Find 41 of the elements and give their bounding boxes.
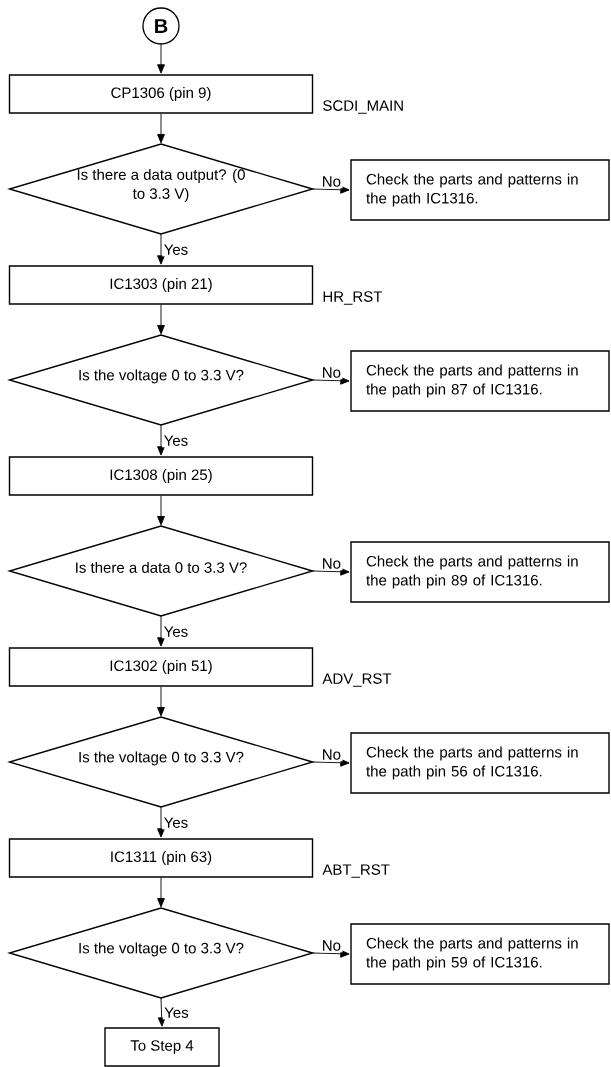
action-box: Check the parts and patterns in the path IC1316. (350, 159, 610, 221)
edge-label: Yes (164, 817, 188, 828)
process-box: IC1308 (pin 25) (8, 456, 314, 496)
arrow (157, 615, 165, 647)
arrow (157, 997, 166, 1027)
arrow (312, 949, 350, 958)
edge-label: No (323, 367, 341, 378)
edge-label: No (323, 749, 341, 760)
arrow (157, 304, 165, 335)
edge-label: Yes (164, 626, 188, 637)
arrow (157, 233, 165, 265)
arrow (157, 424, 165, 456)
terminal-box: To Step 4 (104, 1027, 220, 1067)
edge-label: No (323, 940, 341, 951)
arrow (157, 806, 165, 838)
process-box: IC1311 (pin 63) (8, 838, 314, 878)
edge-label: Yes (164, 244, 188, 255)
arrow (157, 495, 165, 526)
process-box: IC1302 (pin 51) (8, 647, 314, 687)
arrow (312, 758, 350, 767)
arrow (312, 567, 350, 576)
arrow (157, 686, 165, 717)
signal-label: HR_RST (323, 291, 383, 305)
arrow (157, 44, 165, 74)
process-box: IC1303 (pin 21) (8, 265, 314, 305)
process-box: CP1306 (pin 9) (8, 74, 314, 114)
action-box: Check the parts and patterns in the path pin 89 of IC1316. (350, 541, 610, 603)
edge-label: Yes (164, 435, 188, 446)
signal-label: ABT_RST (322, 864, 390, 878)
signal-label: ADV_RST (322, 673, 392, 687)
action-box: Check the parts and patterns in the path pin 87 of IC1316. (350, 350, 610, 412)
action-box: Check the parts and patterns in the path pin 59 of IC1316. (350, 923, 610, 985)
arrow (312, 376, 350, 385)
action-box: Check the parts and patterns in the path pin 56 of IC1316. (350, 732, 610, 794)
arrow (312, 185, 350, 194)
edge-label: No (323, 176, 341, 187)
arrow (157, 877, 165, 908)
arrow (157, 113, 165, 144)
edge-label: No (323, 558, 341, 569)
signal-label: SCDI_MAIN (323, 100, 403, 114)
edge-label: Yes (164, 1007, 189, 1018)
